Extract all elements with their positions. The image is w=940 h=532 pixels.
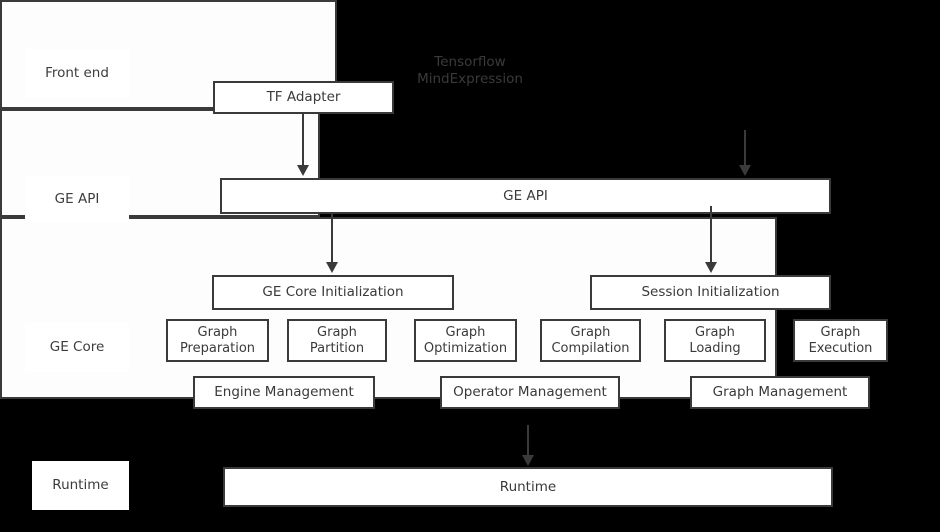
connector-tf-adapter-to-ge-api-line xyxy=(302,114,304,167)
mindexpression-title: MindExpression xyxy=(417,71,523,87)
module-graph-partition[interactable]: Graph Partition xyxy=(287,319,387,362)
layer-label-runtime: Runtime xyxy=(32,461,129,510)
connector-ge-core-to-runtime-arrow xyxy=(522,455,534,466)
ge-api-bar-label: GE API xyxy=(503,187,548,204)
layer-label-ge-core: GE Core xyxy=(25,323,129,372)
tf-adapter-label: TF Adapter xyxy=(266,89,341,106)
operator-management-box[interactable]: Operator Management xyxy=(440,376,620,409)
runtime-bar[interactable]: Runtime xyxy=(223,467,833,507)
module-graph-loading[interactable]: Graph Loading xyxy=(664,319,766,362)
ge-api-bar[interactable]: GE API xyxy=(220,178,831,214)
engine-management-box[interactable]: Engine Management xyxy=(193,376,375,409)
module-graph-loading-label: Graph Loading xyxy=(689,324,741,356)
module-graph-compilation[interactable]: Graph Compilation xyxy=(540,319,641,362)
tf-adapter-box[interactable]: TF Adapter xyxy=(213,81,394,114)
connector-mindexpression-to-ge-api-line xyxy=(744,130,746,167)
connector-ge-core-to-runtime-line xyxy=(527,425,529,457)
module-graph-optimization-label: Graph Optimization xyxy=(423,324,508,356)
connector-ge-api-to-session-init-line xyxy=(710,206,712,264)
operator-management-label: Operator Management xyxy=(453,384,607,401)
ge-core-initialization-box[interactable]: GE Core Initialization xyxy=(212,275,454,310)
module-graph-execution[interactable]: Graph Execution xyxy=(793,319,888,362)
connector-tf-adapter-to-ge-api-arrow xyxy=(297,165,309,176)
session-initialization-box[interactable]: Session Initialization xyxy=(590,275,831,310)
module-graph-partition-label: Graph Partition xyxy=(309,324,365,356)
graph-management-box[interactable]: Graph Management xyxy=(690,376,870,409)
session-initialization-label: Session Initialization xyxy=(641,284,780,301)
connector-ge-api-to-core-init-arrow xyxy=(326,262,338,273)
tensorflow-title: Tensorflow xyxy=(434,54,506,70)
ge-core-initialization-label: GE Core Initialization xyxy=(262,284,404,301)
layer-label-front-end: Front end xyxy=(25,49,129,98)
module-graph-compilation-label: Graph Compilation xyxy=(551,324,630,356)
layer-label-runtime-text: Runtime xyxy=(52,477,109,494)
layer-label-ge-core-text: GE Core xyxy=(49,339,105,356)
connector-ge-api-to-session-init-arrow xyxy=(705,262,717,273)
module-graph-execution-label: Graph Execution xyxy=(808,324,873,356)
module-graph-preparation[interactable]: Graph Preparation xyxy=(166,319,269,362)
layer-label-ge-api: GE API xyxy=(25,176,129,222)
layer-label-front-end-text: Front end xyxy=(45,65,109,82)
runtime-bar-label: Runtime xyxy=(499,478,557,495)
graph-management-label: Graph Management xyxy=(712,384,848,401)
module-graph-optimization[interactable]: Graph Optimization xyxy=(414,319,517,362)
connector-mindexpression-to-ge-api-arrow xyxy=(739,165,751,176)
module-graph-preparation-label: Graph Preparation xyxy=(179,324,256,356)
layer-label-ge-api-text: GE API xyxy=(54,190,100,207)
engine-management-label: Engine Management xyxy=(214,384,354,401)
connector-ge-api-to-core-init-line xyxy=(331,214,333,264)
